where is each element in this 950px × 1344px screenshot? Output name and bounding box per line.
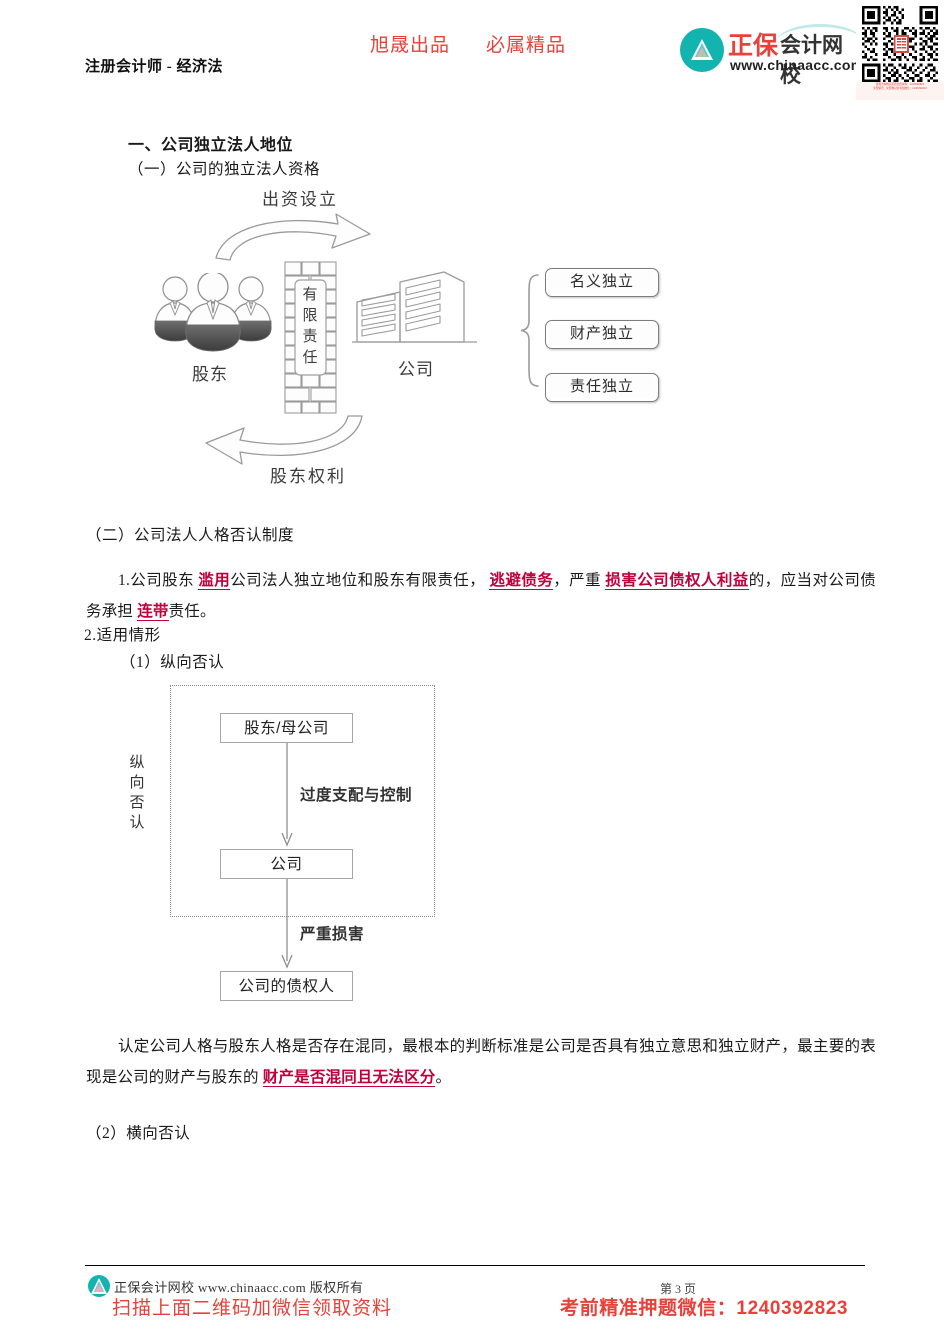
diagram1-label-rights: 股东权利 bbox=[270, 467, 346, 486]
brand-name-red: 正保 bbox=[728, 32, 779, 60]
para1-highlight-2: 逃避债务 bbox=[489, 571, 554, 590]
para2-highlight-1: 财产是否混同且无法区分 bbox=[262, 1068, 436, 1087]
header-promo-text: 旭晟出品 必属精品 bbox=[370, 30, 566, 57]
para1-highlight-4: 连带 bbox=[137, 602, 169, 621]
brand-website-url: www.chinaacc.com bbox=[730, 57, 864, 73]
footer-divider bbox=[85, 1265, 865, 1266]
paragraph-personality-mixing: 认定公司人格与股东人格是否存在混同，最根本的判断标准是公司是否具有独立意思和独立… bbox=[86, 1031, 876, 1093]
edge-label-serious-damage: 严重损害 bbox=[300, 926, 365, 943]
curly-brace-icon bbox=[520, 274, 539, 387]
brand-badge-icon bbox=[680, 28, 724, 72]
company-building-icon bbox=[352, 271, 477, 343]
section-heading-2: （二）公司法人人格否认制度 bbox=[86, 527, 295, 544]
edge-label-excessive-control: 过度支配与控制 bbox=[300, 787, 413, 804]
para1-seg4: 的，应当对公司债务承担 bbox=[86, 571, 876, 620]
para2-seg1: 认定公司人格与股东人格是否存在混同，最根本的判断标准是公司是否具有独立意思和独立… bbox=[86, 1037, 876, 1086]
diagram1-label-company: 公司 bbox=[398, 360, 434, 379]
vertical-denial-label-text: 纵向否认 bbox=[129, 754, 145, 831]
arrow-serious-damage-icon bbox=[281, 879, 293, 969]
footer-logo-icon bbox=[88, 1275, 110, 1297]
footer-wechat-promo: 考前精准押题微信：1240392823 bbox=[560, 1298, 849, 1319]
arrow-rights-icon bbox=[205, 415, 363, 465]
node-creditors: 公司的债权人 bbox=[220, 971, 353, 1001]
brand-name-dark: 会计网校 bbox=[780, 34, 843, 87]
section-heading-4: （1）纵向否认 bbox=[120, 654, 225, 671]
section-heading-3: 2.适用情形 bbox=[84, 627, 161, 644]
independence-box-2: 责任独立 bbox=[545, 373, 659, 402]
diagram1-label-investment: 出资设立 bbox=[262, 190, 338, 209]
page-title: 一、公司独立法人地位 bbox=[128, 137, 294, 154]
brand-logo: 正保 会计网校 www.chinaacc.com bbox=[680, 24, 864, 87]
brand-swoosh-decoration bbox=[776, 24, 864, 43]
footer-copyright: 正保会计网校 www.chinaacc.com 版权所有 bbox=[114, 1280, 364, 1295]
independence-box-0: 名义独立 bbox=[545, 268, 659, 297]
para2-seg2: 。 bbox=[435, 1068, 452, 1086]
limited-liability-wall-icon bbox=[284, 261, 337, 414]
course-title: 注册会计师 - 经济法 bbox=[85, 59, 223, 75]
vertical-denial-boundary bbox=[170, 685, 435, 917]
qr-caption-line2: 免费解密、免费教材新书加微信：1240392823 bbox=[873, 86, 927, 90]
diagram1-label-shareholders: 股东 bbox=[192, 365, 228, 384]
footer-page-number: 第 3 页 bbox=[660, 1282, 697, 1296]
footer-scan-prompt: 扫描上面二维码加微信领取资料 bbox=[112, 1298, 393, 1319]
section-heading-1: （一）公司的独立法人资格 bbox=[128, 161, 321, 178]
vertical-denial-label: 纵向否认 bbox=[127, 753, 147, 833]
qr-code-block: 课程咨询购买招商免费资料：1240392823 免费解密、免费教材新书加微信：1… bbox=[856, 6, 944, 100]
shareholders-icon bbox=[154, 273, 272, 352]
node-parent-shareholder: 股东/母公司 bbox=[220, 713, 353, 743]
promo-left: 旭晟出品 bbox=[370, 35, 451, 56]
node-company: 公司 bbox=[220, 849, 353, 879]
para1-highlight-1: 滥用 bbox=[198, 571, 231, 590]
para1-seg2: 公司法人独立地位和股东有限责任， bbox=[230, 571, 490, 589]
independence-box-1: 财产独立 bbox=[545, 320, 659, 349]
para1-highlight-3: 损害公司债权人利益 bbox=[605, 571, 749, 590]
arrow-invest-icon bbox=[215, 213, 371, 261]
qr-code-icon bbox=[862, 6, 938, 82]
wall-label-limited-liability: 有限责任 bbox=[302, 287, 318, 366]
qr-caption-line1: 课程咨询购买招商免费资料：1240392823 bbox=[875, 83, 925, 86]
para1-seg5: 责任。 bbox=[168, 602, 216, 620]
diagram-vertical-piercing: 纵向否认 股东/母公司 过度支配与控制 公司 严重损害 公司的债权人 bbox=[115, 685, 475, 1010]
qr-caption: 课程咨询购买招商免费资料：1240392823 免费解密、免费教材新书加微信：1… bbox=[856, 82, 944, 100]
section-heading-5: （2）横向否认 bbox=[86, 1125, 191, 1142]
para1-seg1: 1.公司股东 bbox=[118, 571, 199, 589]
paragraph-abuse-rule: 1.公司股东 滥用公司法人独立地位和股东有限责任， 逃避债务，严重 损害公司债权… bbox=[86, 565, 876, 627]
arrow-control-icon bbox=[281, 743, 293, 847]
diagram-independent-legal-person: 出资设立 股东 bbox=[140, 185, 670, 500]
promo-right: 必属精品 bbox=[486, 35, 567, 56]
para1-seg3: ，严重 bbox=[553, 571, 606, 589]
